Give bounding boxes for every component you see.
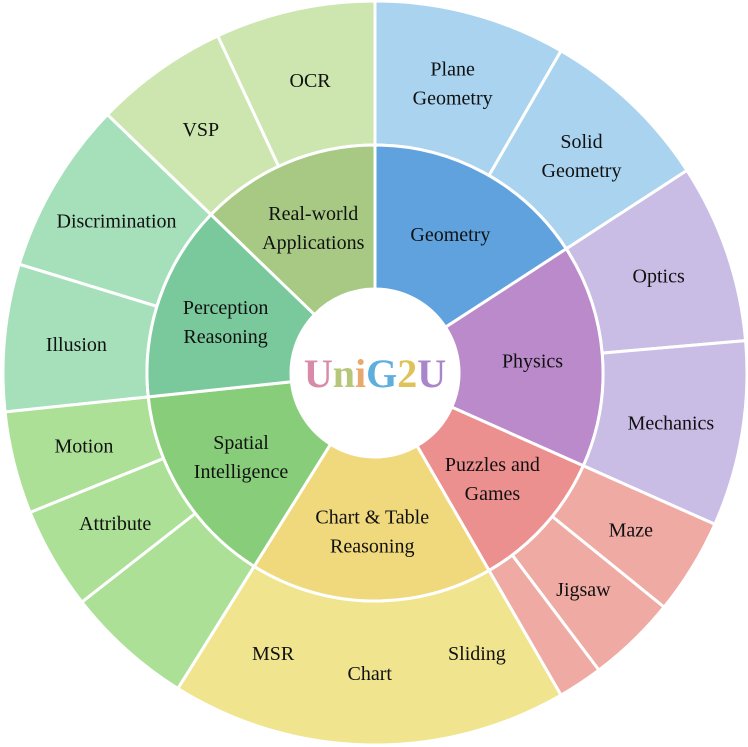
center-circle [291,289,459,457]
subcategory-label-vsp: VSP [182,119,219,141]
subcategory-label-ocr: OCR [290,70,332,92]
subcategory-label-maze: Maze [609,520,654,542]
subcategory-label-sliding: Sliding [448,643,506,665]
category-label-physics: Physics [502,351,563,373]
center-title-letter-6: U [417,351,446,396]
subcategory-label-optics: Optics [633,265,685,287]
category-segment-physics [443,246,605,468]
subcategory-label-jigsaw: Jigsaw [556,579,611,601]
category-segment-real-world-applications [208,143,377,317]
subcategory-label-mechanics: Mechanics [628,413,715,435]
subcategory-label-discrimination: Discrimination [57,211,177,233]
subcategory-label-chart: Chart [348,663,393,685]
category-label-geometry: Geometry [410,224,490,246]
center-title-letter-5: 2 [397,351,417,396]
center-title-letter-1: U [304,351,333,396]
inner-ring [145,143,605,603]
center-title-letter-2: n [333,351,355,396]
center-title-letter-4: G [366,351,397,396]
subcategory-label-attribute: Attribute [79,513,151,535]
center-title: UniG2U [304,351,446,396]
subcategory-label-illusion: Illusion [46,334,107,356]
center-title-letter-3: i [355,351,366,396]
subcategory-label-motion: Motion [54,436,113,458]
subcategory-label-msr: MSR [252,643,295,665]
